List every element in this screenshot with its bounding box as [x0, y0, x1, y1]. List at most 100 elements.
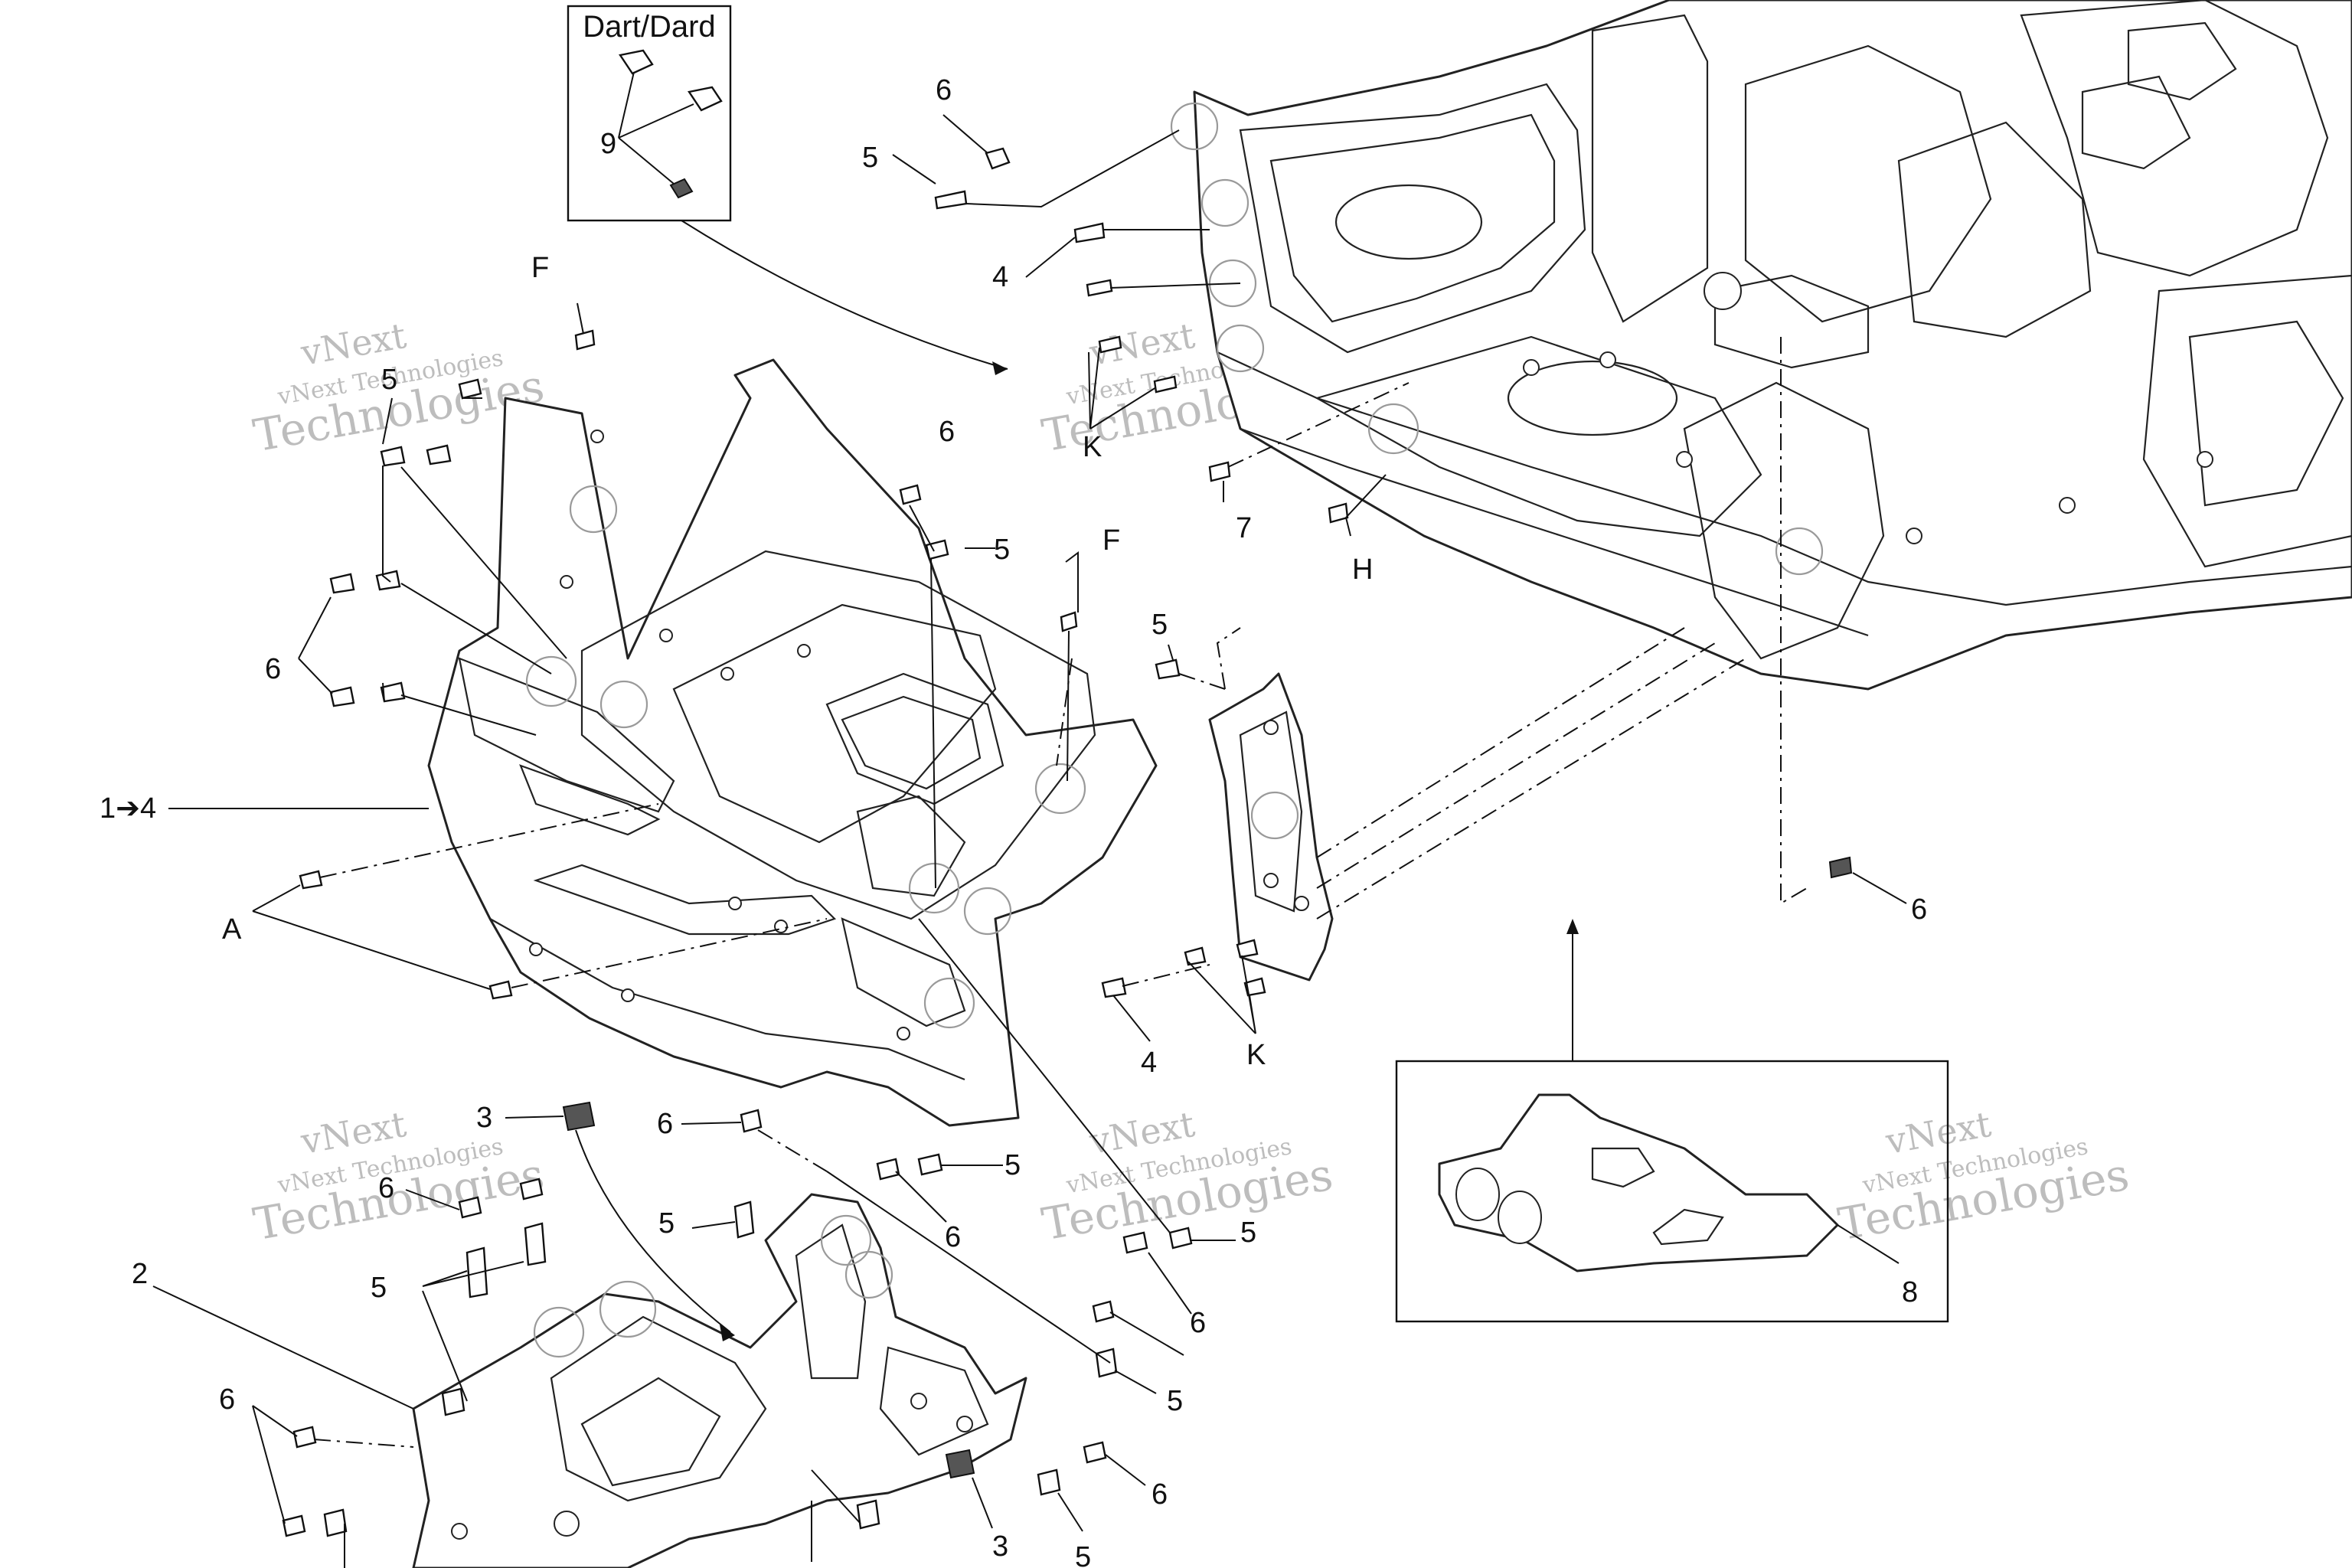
callout-6-center: 6: [939, 416, 955, 448]
callout-6-mid: 6: [945, 1221, 961, 1253]
callout-6-lower-left: 6: [378, 1172, 394, 1204]
callout-a: A: [222, 913, 242, 946]
nut-6-mid-right: [1122, 1231, 1148, 1254]
nut-6-right: [1828, 856, 1853, 879]
nut-6-left-4: [329, 686, 355, 707]
callout-6-bottom-right: 6: [1152, 1478, 1168, 1511]
bolt-7: [1208, 461, 1231, 482]
bracket-slot-2: [1652, 1208, 1724, 1246]
callout-8: 8: [1902, 1276, 1918, 1308]
bolt-k-top: [1086, 279, 1113, 297]
bolt-5-left-top: [380, 446, 406, 467]
bracket-hole-2: [1498, 1191, 1542, 1244]
front-bulkhead-assembly: [427, 358, 1158, 1127]
nut-6-right-lower: [1092, 1300, 1115, 1323]
leader-9: [618, 71, 694, 185]
callout-6-lower-center: 6: [657, 1108, 673, 1140]
bolt-5-bottom-left: [323, 1508, 348, 1537]
nut-6-left-2: [426, 444, 452, 466]
bolt-4-lower: [1101, 977, 1127, 998]
callout-4-lower: 4: [1141, 1047, 1157, 1079]
bolt-5-lower-left: [524, 1222, 547, 1266]
nut-3-lower: [945, 1449, 975, 1479]
bolt-5-lower-left-3: [441, 1387, 466, 1416]
bolt-a-1: [299, 870, 323, 890]
nut-6-center: [899, 484, 922, 505]
bolt-5-top: [934, 190, 968, 210]
nut-6-bottom-left-2: [282, 1514, 306, 1537]
callout-6-top: 6: [936, 74, 952, 106]
inset-dart-title: Dart/Dard: [583, 10, 715, 44]
bracket-8-part: [1438, 1093, 1839, 1272]
callout-5-mid-right: 5: [1240, 1217, 1256, 1249]
bolt-a-2: [488, 980, 513, 1000]
bolt-5-right-lower: [1095, 1348, 1118, 1378]
callout-1-4: 1➔4: [100, 792, 156, 825]
callout-7: 7: [1236, 512, 1252, 544]
dart-fastener-2: [688, 86, 723, 112]
dart-clip: [669, 178, 694, 199]
callout-h: H: [1352, 554, 1373, 586]
inset-dart-dard: Dart/Dard 9: [567, 5, 1008, 375]
callout-5-top: 5: [862, 142, 878, 174]
callout-6-left: 6: [265, 653, 281, 685]
callout-5-center: 5: [994, 534, 1010, 566]
bolt-5-bottom-right: [1037, 1468, 1061, 1496]
callout-labels: 6 5 4 K 7 H F F 6 5 6 1➔4 A 6 5 5 4 K 3 …: [100, 74, 1927, 1568]
bracket-slot-1: [1591, 1147, 1655, 1188]
nut-6-left-3: [329, 573, 355, 594]
watermark-bottom-right: vNext vNext Technologies Technologies: [1834, 1103, 2133, 1251]
bolt-h: [1328, 502, 1349, 524]
nut-3-upper: [562, 1101, 596, 1132]
callout-2: 2: [132, 1258, 148, 1290]
bolt-5-mid: [917, 1153, 943, 1176]
dart-fastener-1: [619, 49, 654, 75]
bolt-k-top-2: [1098, 335, 1122, 354]
nut-6-left-top: [458, 378, 482, 400]
nut-f-right: [1060, 611, 1078, 632]
bolt-5-lower-center: [733, 1200, 755, 1239]
nut-f-left: [574, 329, 596, 351]
inset-dart-frame: [567, 5, 732, 222]
callout-k-lower: K: [1246, 1039, 1266, 1071]
callout-k-top: K: [1083, 431, 1102, 463]
callout-5-lower-center: 5: [658, 1207, 675, 1240]
bracket-hole-1: [1455, 1168, 1500, 1221]
arrowhead-dart: [992, 361, 1008, 375]
nut-6-lower-left-2: [519, 1178, 544, 1200]
bolt-5-mid-right: [1168, 1227, 1193, 1250]
leader-dart-to-frame: [681, 220, 1008, 370]
callout-5-mid: 5: [1004, 1149, 1021, 1181]
nut-6-lower-left: [458, 1196, 482, 1219]
arrowhead-inset: [1566, 919, 1579, 934]
callout-6-bottom-left: 6: [219, 1383, 235, 1416]
bolt-5-bottom: [856, 1499, 880, 1530]
callout-6-right: 6: [1911, 893, 1927, 926]
bolt-4-top: [1073, 222, 1106, 243]
bolt-5-right-bracket: [1155, 658, 1181, 680]
callout-5-bottom-right: 5: [1075, 1541, 1091, 1568]
callout-5-left-top: 5: [381, 364, 397, 396]
bolt-k-lower-2: [1236, 939, 1259, 959]
callout-5-right-bracket: 5: [1152, 609, 1168, 641]
inset-bracket-frame: [1395, 1060, 1949, 1323]
callout-6-right-lower: 6: [1190, 1307, 1206, 1339]
leader-8: [1837, 1224, 1900, 1264]
nut-6-top: [985, 147, 1011, 170]
callout-3-lower: 3: [992, 1530, 1008, 1563]
callout-3-upper: 3: [476, 1102, 492, 1134]
watermark-bottom-left: vNext vNext Technologies Technologies: [250, 1103, 548, 1251]
callout-5-lower-left: 5: [371, 1272, 387, 1304]
nut-6-bottom-left: [292, 1426, 317, 1449]
bolt-5-center: [925, 539, 949, 560]
lower-suspension-mount: [412, 1193, 1027, 1568]
watermark-bottom-center: vNext vNext Technologies Technologies: [1038, 1103, 1337, 1251]
callout-9: 9: [600, 128, 616, 160]
main-frame-chassis: [1170, 0, 2352, 691]
callout-f-left: F: [531, 252, 549, 284]
hardware: [282, 147, 1853, 1537]
nut-6-bottom-right: [1083, 1441, 1107, 1464]
leader-lines: [152, 114, 1907, 1568]
side-bracket: [1208, 672, 1334, 982]
